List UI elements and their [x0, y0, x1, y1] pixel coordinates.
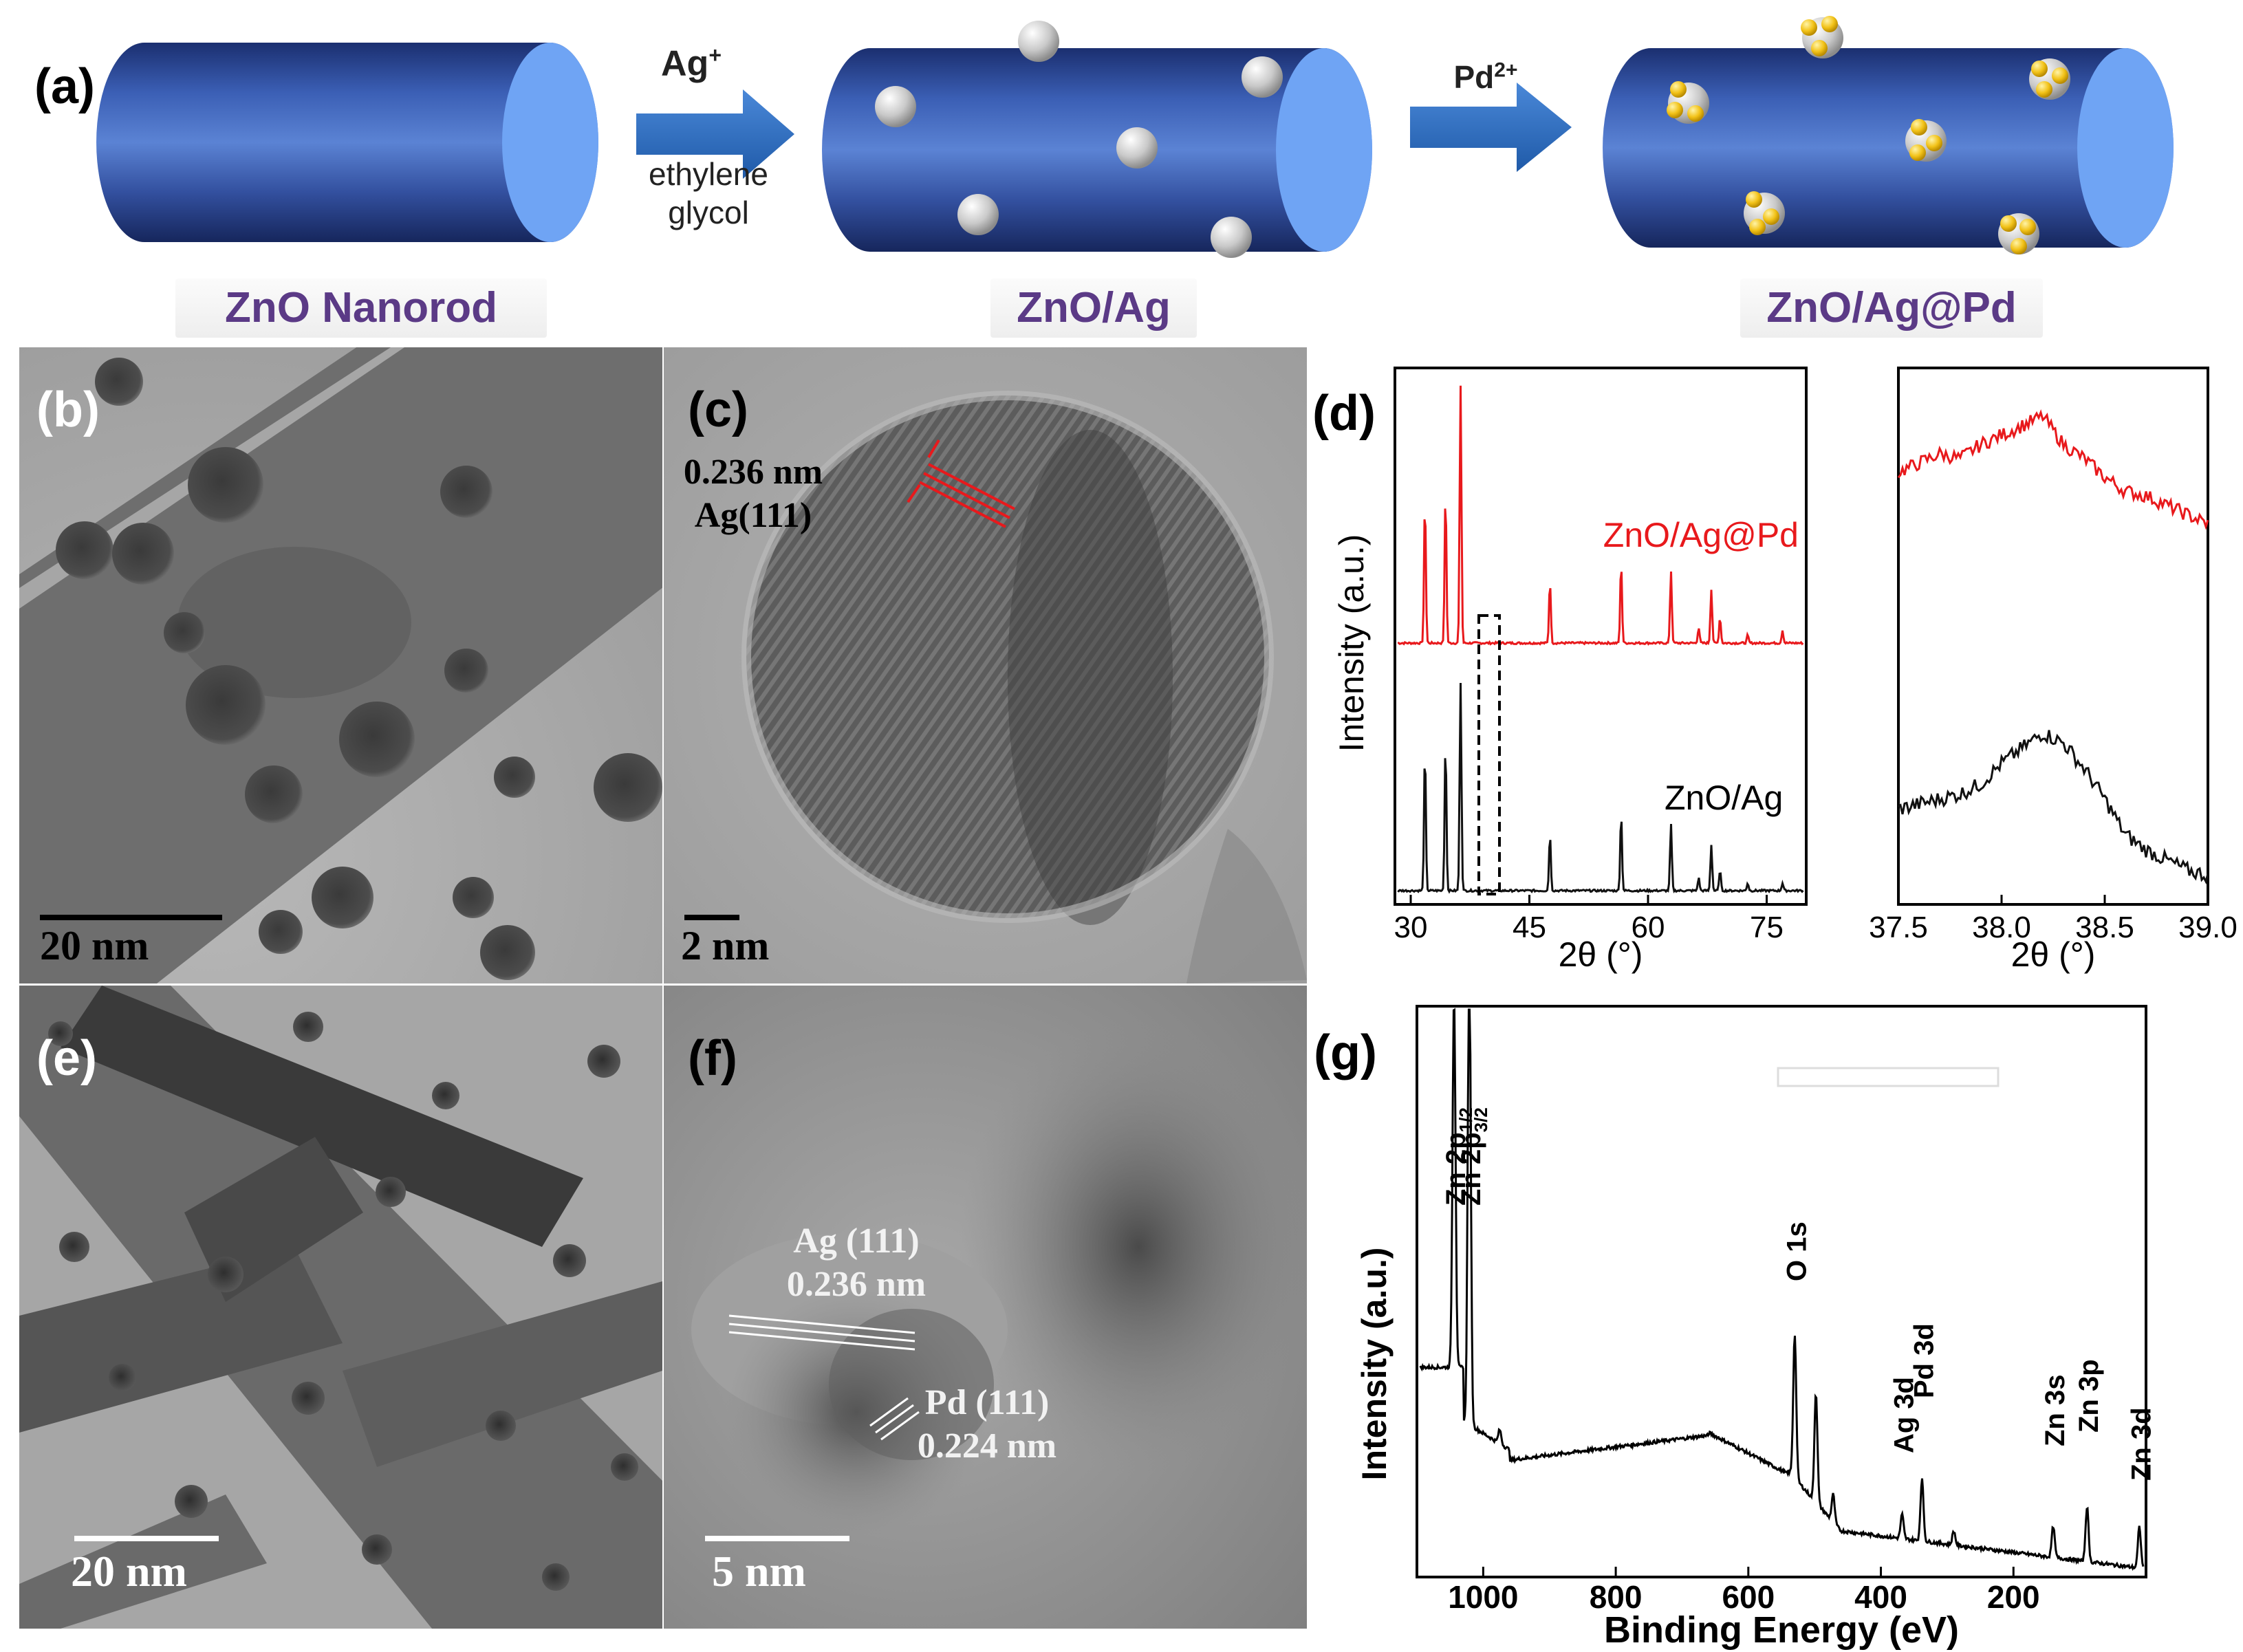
fringe-marker-c: [907, 439, 1015, 528]
scale-bar-c: [684, 915, 739, 920]
caption-zno-ag: ZnO/Ag: [990, 279, 1197, 338]
arrow-step1-icon: [636, 89, 794, 179]
xps-chart: Intensity (a.u.) Zn 2p1/2Zn 2p3/2O 1sAg …: [1355, 1005, 2156, 1651]
caption-zno-ag-pd: ZnO/Ag@Pd: [1740, 279, 2043, 338]
xps-frame: [1416, 1005, 2147, 1578]
xrd-series-1: [1397, 682, 1804, 894]
tem-image-c: (c) 0.236 nm Ag(111) 2 nm: [664, 347, 1307, 983]
xps-peak-label: Zn 3s: [2040, 1375, 2070, 1446]
xps-xticks: 1000 800 600 400 200: [1448, 1567, 2040, 1615]
xps-spectrum: [1419, 1008, 2145, 1571]
fringe-marker-f-pd: [869, 1397, 920, 1441]
xps-peak-label: Zn 3d: [2126, 1407, 2156, 1481]
tem-b-graphic: [19, 347, 662, 983]
scale-label-b: 20 nm: [40, 923, 149, 968]
xrd-right-tick-label: 38.5: [2075, 911, 2134, 944]
xrd-right-plot: [1897, 409, 2209, 884]
xps-ylabel: Intensity (a.u.): [1355, 1248, 1394, 1481]
xrd-zoom-series-1: [1898, 730, 2209, 884]
xrd-ylabel: Intensity (a.u.): [1332, 534, 1371, 752]
scale-label-e: 20 nm: [71, 1547, 187, 1596]
scale-label-c: 2 nm: [681, 923, 770, 968]
xps-tick-label: 800: [1590, 1579, 1643, 1615]
xrd-right-xlabel: 2θ (°): [2011, 935, 2096, 974]
tem-f-graphic: [664, 986, 1307, 1629]
xrd-label-zno-ag: ZnO/Ag: [1665, 779, 1783, 817]
zno-nanorod-1: [96, 43, 598, 242]
xrd-zoom-series-0: [1897, 409, 2209, 530]
panel-b-label: (b): [36, 382, 100, 437]
xps-peak-label: Zn 2p3/2: [1456, 1107, 1491, 1206]
xps-line: [1419, 1008, 2145, 1571]
panel-f-label: (f): [688, 1031, 737, 1086]
xrd-right-xticks: 37.5 38.0 38.5 39.0: [1869, 895, 2237, 944]
xps-tick-label: 600: [1722, 1579, 1775, 1615]
xrd-left-tick-label: 45: [1513, 911, 1546, 944]
xps-peak-label: Ag 3d: [1889, 1377, 1919, 1453]
tem-image-b: (b) 20 nm: [19, 347, 662, 983]
xrd-left-xlabel: 2θ (°): [1559, 935, 1643, 974]
panel-g-label: (g): [1314, 1025, 1377, 1080]
tem-c-graphic: [664, 347, 1307, 983]
scale-bar-e: [74, 1536, 219, 1541]
xps-tick-label: 400: [1854, 1579, 1907, 1615]
xrd-left-tick-label: 30: [1394, 911, 1428, 944]
xrd-right-frame: [1897, 367, 2209, 906]
ag-fringe-label-f: Ag (111) 0.236 nm: [786, 1221, 927, 1305]
schematic-svg: [96, 16, 2174, 258]
panel-a: (a): [0, 0, 2243, 344]
xrd-left-plot: [1397, 385, 1804, 894]
xrd-left-tick-label: 60: [1632, 911, 1665, 944]
scale-bar-b: [40, 915, 222, 920]
xrd-zoom-box: [1477, 614, 1501, 895]
scale-bar-f: [705, 1536, 849, 1541]
scale-label-f: 5 nm: [712, 1547, 806, 1596]
xrd-left-xticks: 30 45 60 75: [1394, 895, 1784, 944]
step1-solvent: ethylene glycol: [649, 156, 768, 231]
step1-reagent: Ag+: [660, 43, 722, 84]
panel-a-label: (a): [34, 59, 95, 114]
xrd-right-tick-label: 39.0: [2178, 911, 2237, 944]
xrd-right-tick-label: 38.0: [1972, 911, 2031, 944]
caption-zno-nanorod: ZnO Nanorod: [175, 279, 547, 338]
xps-legend-box: [1777, 1067, 2000, 1087]
xps-tick-label: 200: [1987, 1579, 2040, 1615]
tem-image-e: (e) 20 nm: [19, 986, 662, 1629]
xrd-right-tick-label: 37.5: [1869, 911, 1928, 944]
xps-tick-label: 1000: [1448, 1579, 1518, 1615]
zno-ag-pd-rod: [1603, 16, 2174, 254]
fringe-label-c: 0.236 nm Ag(111): [683, 453, 823, 536]
pd-fringe-label-f: Pd (111) 0.224 nm: [917, 1383, 1057, 1466]
panel-e-label: (e): [36, 1031, 97, 1086]
zno-ag-rod: [822, 21, 1372, 258]
xps-peak-label: Pd 3d: [1909, 1323, 1939, 1398]
xrd-left-frame: [1394, 367, 1808, 906]
panel-c-label: (c): [688, 382, 748, 437]
xrd-left-tick-label: 75: [1750, 911, 1784, 944]
tem-e-graphic: [19, 986, 662, 1629]
arrow-step2-icon: [1410, 83, 1572, 172]
fringe-marker-f-ag: [728, 1314, 915, 1351]
xrd-label-zno-ag-pd: ZnO/Ag@Pd: [1603, 516, 1799, 554]
xps-xlabel: Binding Energy (eV): [1604, 1609, 1959, 1651]
panel-d-label: (d): [1312, 386, 1376, 441]
xrd-series-0: [1397, 385, 1804, 646]
step2-reagent: Pd2+: [1453, 58, 1518, 95]
tem-image-f: (f) Ag (111) 0.236 nm Pd (111) 0.224 nm …: [664, 986, 1307, 1629]
xps-peak-label: Zn 3p: [2074, 1359, 2104, 1433]
xps-peak-label: O 1s: [1781, 1221, 1812, 1281]
xrd-chart: Intensity (a.u.) ZnO/Ag@Pd ZnO/Ag 30 45 60…: [1332, 367, 2237, 974]
